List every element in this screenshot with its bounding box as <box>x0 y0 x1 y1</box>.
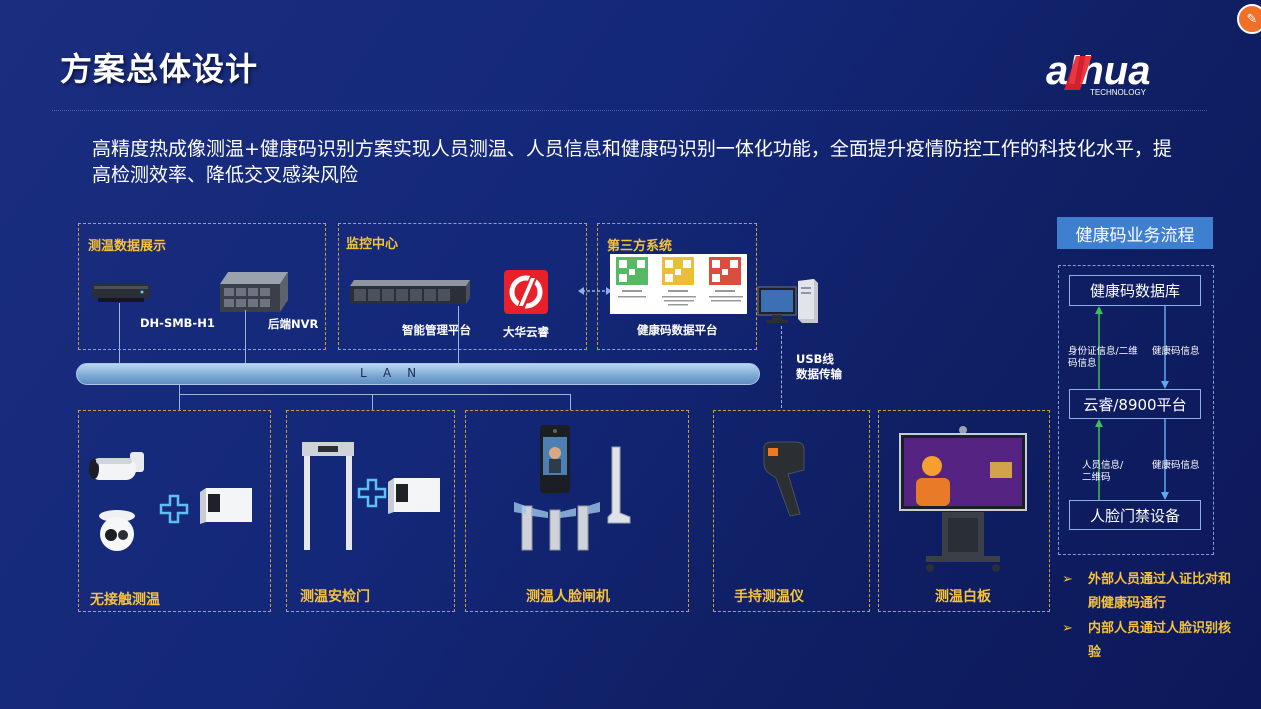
health-code-platform-label: 健康码数据平台 <box>637 323 718 337</box>
smb-device-icon <box>90 280 152 310</box>
smb-device-label: DH-SMB-H1 <box>140 316 215 330</box>
bullet-arrow-icon-2: ➢ <box>1062 621 1073 636</box>
display-section-title: 测温数据展示 <box>88 239 167 254</box>
turnstile-pole-icon <box>604 443 634 529</box>
line-pc-usb <box>781 326 782 408</box>
page-title: 方案总体设计 <box>60 50 259 88</box>
handheld-section <box>713 410 870 612</box>
bullet-1: ➢ 外部人员通过人证比对和刷健康码通行 <box>1062 568 1234 616</box>
usb-label: USB线 数据传输 <box>796 352 842 381</box>
logo-brand: alhua <box>1046 49 1150 93</box>
two-way-arrow-icon <box>578 282 612 301</box>
arrow-up-icon <box>1094 306 1104 393</box>
nvr-label: 后端NVR <box>268 317 319 331</box>
yellow-qr-icon <box>662 257 694 285</box>
thermal-whiteboard-icon <box>898 426 1028 580</box>
yunrui-app-icon <box>504 270 548 318</box>
line-nvr-lan <box>245 310 246 363</box>
flow-node-access-control: 人脸门禁设备 <box>1069 500 1201 530</box>
bullet-camera-icon <box>86 448 150 492</box>
red-qr-icon <box>709 257 741 285</box>
lan-drop-main <box>179 385 180 395</box>
flow-node-database: 健康码数据库 <box>1069 275 1201 306</box>
drop-section-2 <box>372 394 373 410</box>
turret-camera-icon <box>97 508 137 558</box>
handheld-thermometer-icon <box>760 440 810 524</box>
pc-icon <box>756 277 822 329</box>
lan-label: LAN <box>360 366 433 380</box>
bullet-1-text: 外部人员通过人证比对和刷健康码通行 <box>1088 572 1232 611</box>
flow-container <box>1058 265 1214 555</box>
blackbody-icon <box>200 486 256 530</box>
bullet-2: ➢ 内部人员通过人脸识别核验 <box>1062 617 1234 665</box>
arrow-up-icon-2 <box>1094 419 1104 504</box>
flow-note-up1: 身份证信息/二维码信息 <box>1068 346 1138 369</box>
management-platform-label: 智能管理平台 <box>402 323 471 337</box>
flow-note-up2: 人员信息/二维码 <box>1082 460 1124 483</box>
flow-note-down2: 健康码信息 <box>1152 460 1200 471</box>
handheld-label: 手持测温仪 <box>734 589 804 605</box>
display-section <box>78 223 326 350</box>
flow-node-platform: 云睿/8900平台 <box>1069 389 1201 419</box>
company-logo: alhua TECHNOLOGY <box>1040 46 1210 98</box>
bullet-arrow-icon: ➢ <box>1062 572 1073 587</box>
logo-sub: TECHNOLOGY <box>1090 88 1147 97</box>
line-server-lan <box>458 306 459 363</box>
plus-icon-2 <box>357 478 387 512</box>
lan-bus <box>76 363 760 385</box>
third-party-section <box>597 223 757 350</box>
face-gate-section <box>465 410 689 612</box>
bullet-2-text: 内部人员通过人脸识别核验 <box>1088 621 1232 660</box>
title-divider <box>52 110 1207 111</box>
lan-branch <box>179 394 570 395</box>
face-gate-label: 测温人脸闸机 <box>526 589 610 605</box>
green-qr-icon <box>616 257 648 285</box>
third-party-section-title: 第三方系统 <box>607 239 673 254</box>
security-door-icon <box>300 440 356 556</box>
health-code-screens <box>610 254 747 314</box>
arrow-down-icon <box>1160 306 1170 393</box>
server-icon <box>348 278 474 310</box>
yunrui-label: 大华云睿 <box>503 325 549 339</box>
face-terminal-icon <box>538 423 572 499</box>
contactless-label: 无接触测温 <box>90 592 160 608</box>
nvr-icon <box>218 270 290 318</box>
flow-title: 健康码业务流程 <box>1057 217 1213 249</box>
arrow-down-icon-2 <box>1160 419 1170 504</box>
drop-section-1 <box>179 394 180 410</box>
monitor-section <box>338 223 587 350</box>
line-smb-lan <box>119 303 120 363</box>
contactless-section <box>78 410 271 612</box>
note-icon[interactable]: ✎ <box>1237 4 1261 34</box>
flow-note-down1: 健康码信息 <box>1152 346 1200 357</box>
drop-section-3 <box>570 394 571 410</box>
security-gate-label: 测温安检门 <box>300 589 370 605</box>
blackbody-icon-2 <box>388 476 444 520</box>
plus-icon <box>159 494 189 528</box>
whiteboard-label: 测温白板 <box>935 589 991 605</box>
turnstile-gates-icon <box>512 492 602 556</box>
security-gate-section <box>286 410 455 612</box>
intro-text: 高精度热成像测温+健康码识别方案实现人员测温、人员信息和健康码识别一体化功能，全… <box>92 138 1172 186</box>
monitor-section-title: 监控中心 <box>346 237 399 252</box>
whiteboard-section <box>878 410 1050 612</box>
